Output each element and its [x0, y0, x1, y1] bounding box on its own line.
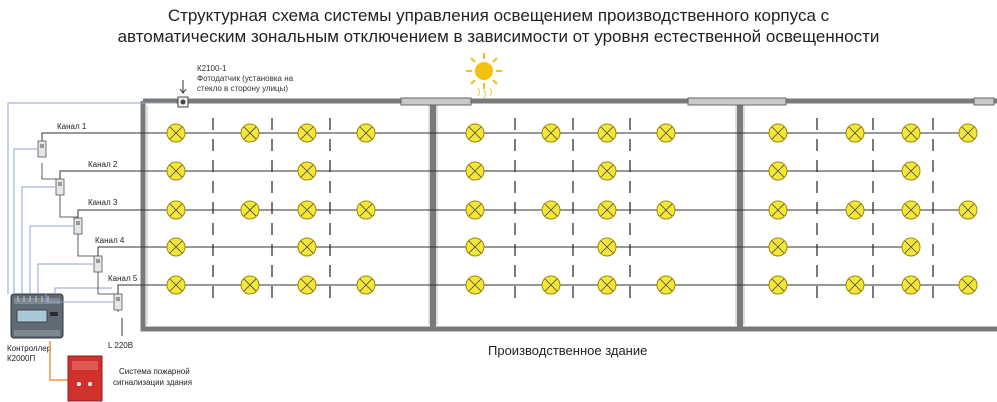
lamp-icon — [297, 237, 317, 257]
lamp-icon — [166, 275, 186, 295]
lamp-icon — [958, 123, 978, 143]
lamp-icon — [845, 275, 865, 295]
relay-icon — [113, 293, 123, 311]
relay-icon — [37, 140, 47, 158]
control-wire — [21, 186, 55, 294]
building-label: Производственное здание — [488, 343, 647, 358]
relay-icon — [93, 255, 103, 273]
control-wire — [13, 148, 37, 294]
control-wires — [7, 102, 176, 303]
lamp-icon — [845, 200, 865, 220]
channel-label: Канал 4 — [95, 236, 125, 245]
relay-icon — [73, 217, 83, 235]
sun-icon — [466, 53, 502, 99]
fire-system-label-line-1: Система пожарной — [119, 367, 190, 376]
channel-label: Канал 5 — [108, 274, 138, 283]
lamp-icon — [768, 200, 788, 220]
channel-4: Канал 4 — [93, 236, 921, 273]
channel-circuit-line — [97, 246, 912, 256]
control-wire — [37, 263, 93, 294]
lamp-icon — [356, 275, 376, 295]
lamp-icon — [597, 123, 617, 143]
lamp-icon — [768, 275, 788, 295]
lamp-icon — [465, 275, 485, 295]
controller-label-line-2: К2000П — [7, 354, 35, 363]
lamp-icon — [656, 200, 676, 220]
channel-circuit-line — [59, 170, 912, 179]
controller-label-line-1: Контроллер — [7, 344, 52, 353]
zone-separators — [212, 118, 934, 300]
lamp-icon — [597, 161, 617, 181]
fire-panel-icon — [49, 341, 103, 402]
lamp-icon — [166, 200, 186, 220]
lamp-icon — [240, 275, 260, 295]
lamp-icon — [166, 237, 186, 257]
channel-label: Канал 1 — [57, 122, 87, 131]
sensor-desc-line-2: стекло в сторону улицы) — [197, 84, 288, 93]
power-label: L 220В — [108, 341, 133, 350]
sensor-id-label: К2100-1 — [197, 64, 227, 73]
channel-2: Канал 2 — [55, 160, 921, 196]
channel-5: Канал 5 — [108, 274, 978, 311]
lamp-icon — [465, 200, 485, 220]
building-walls — [140, 98, 997, 332]
channel-label: Канал 3 — [88, 198, 118, 207]
lamp-icon — [465, 237, 485, 257]
lamp-icon — [166, 161, 186, 181]
sensor-desc-line-1: Фотодатчик (установка на — [197, 74, 294, 83]
lamp-icon — [901, 200, 921, 220]
lamp-icon — [597, 200, 617, 220]
lamp-icon — [656, 275, 676, 295]
channels-layer: Канал 1 Канал 2 Канал 3 Канал 4 Канал 5 — [7, 102, 978, 312]
channel-circuit-line — [117, 284, 970, 294]
lamp-icon — [768, 237, 788, 257]
sensor-wire — [7, 102, 176, 294]
lamp-icon — [297, 123, 317, 143]
lamp-icon — [597, 237, 617, 257]
lamp-icon — [465, 161, 485, 181]
lamp-icon — [541, 123, 561, 143]
windows — [400, 97, 995, 106]
lamp-icon — [297, 275, 317, 295]
diagram-title-line-2: автоматическим зональным отключением в з… — [117, 27, 880, 46]
lamp-icon — [240, 200, 260, 220]
lamp-icon — [901, 161, 921, 181]
lamp-icon — [597, 275, 617, 295]
lamp-icon — [541, 275, 561, 295]
channel-1: Канал 1 — [37, 122, 978, 158]
lamp-icon — [768, 123, 788, 143]
lamp-icon — [297, 161, 317, 181]
lamp-icon — [768, 161, 788, 181]
lamp-icon — [958, 200, 978, 220]
lamp-icon — [656, 123, 676, 143]
lamp-icon — [297, 200, 317, 220]
controller-icon — [10, 293, 64, 339]
channel-label: Канал 2 — [88, 160, 118, 169]
channel-3: Канал 3 — [73, 198, 978, 235]
channel-circuit-line — [77, 209, 970, 218]
diagram-title-line-1: Структурная схема системы управления осв… — [167, 6, 830, 25]
lamp-icon — [901, 123, 921, 143]
fire-system-label-line-2: сигнализации здания — [113, 378, 192, 387]
lamp-icon — [958, 275, 978, 295]
lamp-icon — [901, 275, 921, 295]
control-wire — [29, 225, 73, 294]
control-wire — [45, 294, 113, 303]
lamp-icon — [240, 123, 260, 143]
lamp-icon — [541, 200, 561, 220]
lamp-icon — [901, 237, 921, 257]
lamp-icon — [845, 123, 865, 143]
lamp-icon — [166, 123, 186, 143]
control-wire — [54, 287, 112, 294]
lamp-icon — [356, 200, 376, 220]
lamp-icon — [465, 123, 485, 143]
relay-icon — [55, 178, 65, 196]
photo-sensor-icon — [177, 80, 189, 108]
lamp-icon — [356, 123, 376, 143]
